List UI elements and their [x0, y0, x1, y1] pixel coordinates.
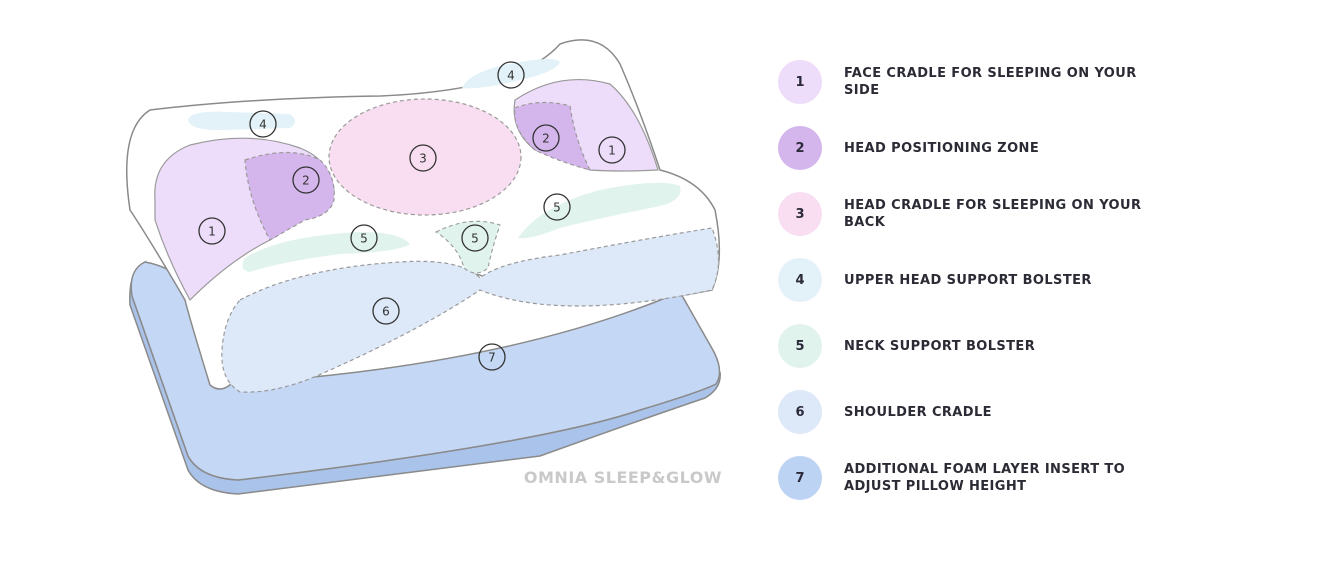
legend-item-1: 1 FACE CRADLE FOR SLEEPING ON YOUR SIDE — [778, 60, 1198, 104]
svg-text:5: 5 — [553, 201, 561, 215]
marker-5-left: 5 — [350, 224, 378, 252]
upper-head-bolster-left — [188, 111, 295, 130]
marker-6: 6 — [372, 297, 400, 325]
legend-label-5: NECK SUPPORT BOLSTER — [844, 338, 1036, 354]
legend-item-5: 5 NECK SUPPORT BOLSTER — [778, 324, 1198, 368]
legend-item-7: 7 ADDITIONAL FOAM LAYER INSERT TO ADJUST… — [778, 456, 1198, 500]
marker-2-left: 2 — [292, 166, 320, 194]
marker-2-right: 2 — [532, 124, 560, 152]
pillow-diagram: 1 1 2 2 3 4 4 5 5 5 6 7 OM — [125, 39, 722, 495]
legend-label-2: HEAD POSITIONING ZONE — [844, 140, 1040, 156]
legend-label-1: FACE CRADLE FOR SLEEPING ON YOUR SIDE — [844, 66, 1137, 98]
svg-text:1: 1 — [208, 225, 216, 239]
svg-text:1: 1 — [608, 144, 616, 158]
marker-5-right: 5 — [543, 193, 571, 221]
brand-name: OMNIA SLEEP&GLOW — [524, 468, 722, 487]
neck-bolster-right — [518, 182, 681, 239]
legend-badge-5: 5 — [778, 324, 822, 368]
svg-text:4: 4 — [259, 118, 267, 132]
legend-label-4: UPPER HEAD SUPPORT BOLSTER — [844, 272, 1092, 288]
legend-badge-1: 1 — [778, 60, 822, 104]
legend-badge-3: 3 — [778, 192, 822, 236]
legend-item-4: 4 UPPER HEAD SUPPORT BOLSTER — [778, 258, 1198, 302]
pillow-body — [125, 39, 721, 393]
upper-head-bolster-right — [462, 59, 560, 89]
legend-item-6: 6 SHOULDER CRADLE — [778, 390, 1198, 434]
legend-badge-4: 4 — [778, 258, 822, 302]
marker-4-right: 4 — [497, 61, 525, 89]
shoulder-cradle-zone — [221, 227, 720, 393]
svg-text:7: 7 — [488, 351, 496, 365]
svg-text:2: 2 — [542, 132, 550, 146]
legend-item-3: 3 HEAD CRADLE FOR SLEEPING ON YOUR BACK — [778, 192, 1198, 236]
legend-label-3: HEAD CRADLE FOR SLEEPING ON YOUR BACK — [844, 198, 1142, 230]
svg-text:3: 3 — [419, 152, 427, 166]
svg-text:5: 5 — [471, 232, 479, 246]
svg-text:6: 6 — [382, 305, 390, 319]
neck-bolster-center — [434, 220, 501, 274]
legend-badge-6: 6 — [778, 390, 822, 434]
marker-1-right: 1 — [598, 136, 626, 164]
svg-text:4: 4 — [507, 69, 515, 83]
legend-label-6: SHOULDER CRADLE — [844, 404, 992, 420]
svg-text:5: 5 — [360, 232, 368, 246]
marker-3: 3 — [409, 144, 437, 172]
marker-7: 7 — [478, 343, 506, 371]
legend-badge-2: 2 — [778, 126, 822, 170]
marker-1-left: 1 — [198, 217, 226, 245]
marker-5-center: 5 — [461, 224, 489, 252]
legend-item-2: 2 HEAD POSITIONING ZONE — [778, 126, 1198, 170]
marker-4-left: 4 — [249, 110, 277, 138]
head-positioning-right — [514, 101, 592, 171]
head-positioning-left — [244, 151, 335, 241]
legend-badge-7: 7 — [778, 456, 822, 500]
svg-text:2: 2 — [302, 174, 310, 188]
neck-bolster-left — [242, 232, 410, 272]
head-cradle-back-zone — [328, 98, 522, 216]
legend-label-7: ADDITIONAL FOAM LAYER INSERT TO ADJUST P… — [844, 462, 1126, 494]
